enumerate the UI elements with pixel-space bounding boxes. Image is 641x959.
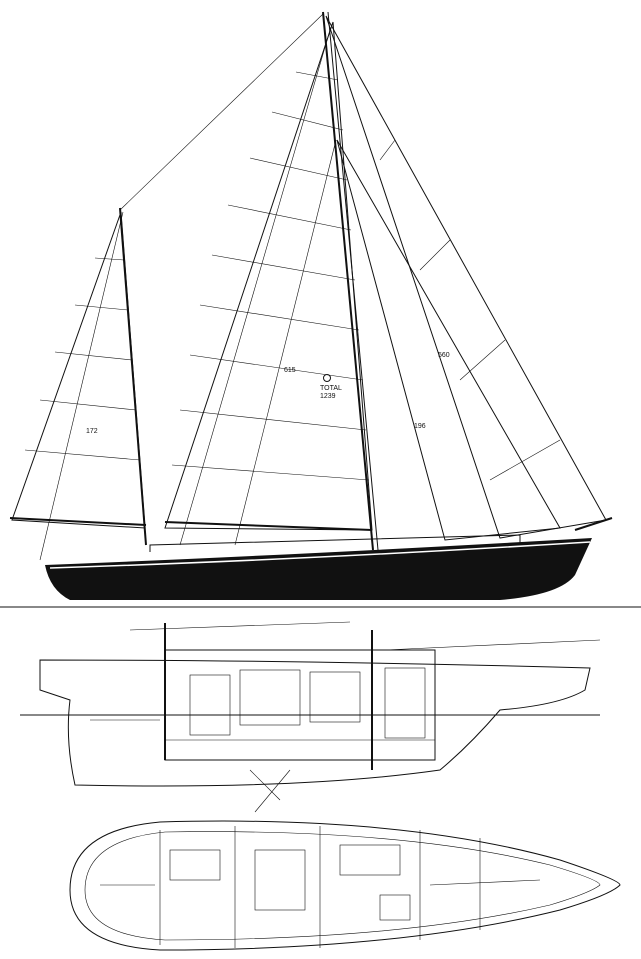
mizzen-staysail: [164, 21, 373, 531]
inboard-profile: [20, 621, 601, 813]
label-196: 196: [414, 423, 426, 430]
mizzen-boom: [9, 517, 147, 526]
total-centroid-mark: [323, 374, 331, 382]
label-172: 172: [86, 428, 98, 435]
boom-section: [129, 621, 351, 631]
jib-sail: [325, 15, 607, 539]
sail-plan: 615 TOTAL 1239 560 196 172: [0, 11, 641, 608]
label-1239: 1239: [320, 393, 336, 400]
sail-area-labels: 615 TOTAL 1239 560 196 172: [86, 352, 450, 435]
boom-section: [384, 639, 601, 651]
mizzen-sail: [11, 211, 146, 529]
bowsprit: [574, 517, 613, 531]
main-boom: [164, 521, 373, 531]
hull-profile: [45, 538, 592, 600]
deck-outline: [69, 820, 621, 951]
hull-section-outline: [39, 659, 591, 787]
sheer-line: [49, 541, 591, 569]
shroud: [234, 139, 337, 546]
main-mast: [322, 11, 374, 551]
inner-outline: [84, 831, 601, 941]
label-total: TOTAL: [320, 385, 342, 392]
staysail: [336, 139, 561, 541]
plan-details: [100, 826, 541, 948]
triatic-stay: [119, 13, 324, 211]
cabin-trunk: [149, 534, 521, 552]
mizzen-backstay: [39, 211, 124, 561]
label-615: 615: [284, 367, 296, 374]
interior-details: [90, 667, 435, 813]
sail-seams: [24, 71, 561, 481]
label-560: 560: [438, 352, 450, 359]
accommodation-plan: [69, 820, 621, 951]
shroud: [179, 29, 331, 546]
